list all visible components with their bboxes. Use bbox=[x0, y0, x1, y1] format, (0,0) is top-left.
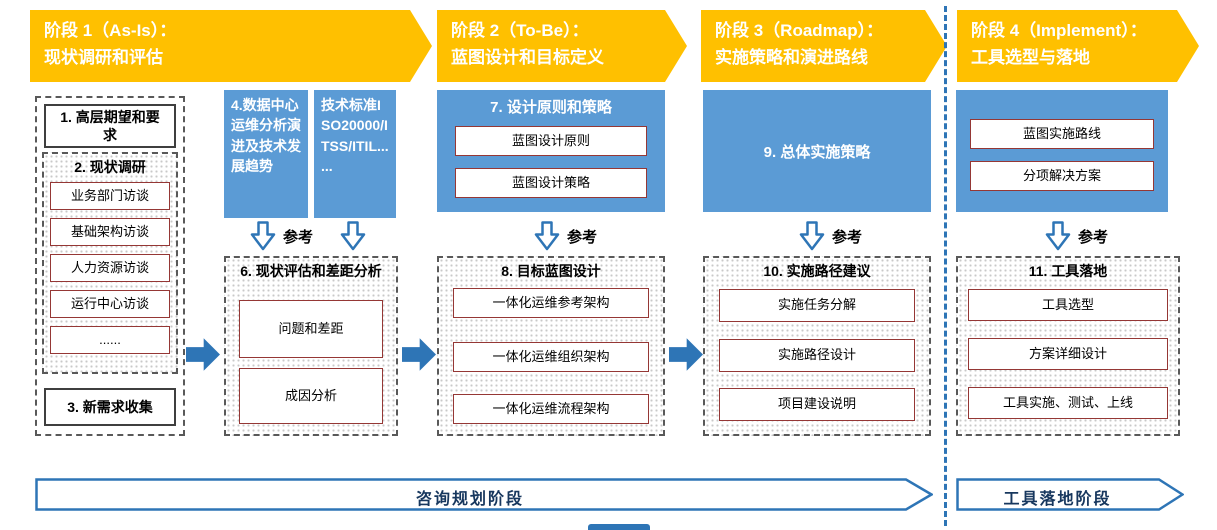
phase3-banner-line1: 阶段 3（Roadmap）： bbox=[715, 21, 884, 40]
ref-label: 参考 bbox=[283, 229, 314, 246]
down-arrow-icon bbox=[250, 221, 276, 251]
phase1-banner-line2: 现状调研和评估 bbox=[44, 48, 163, 68]
survey-item-more: ...... bbox=[50, 326, 170, 354]
survey-item-hr: 人力资源访谈 bbox=[50, 254, 170, 282]
reference-datacenter-trends-box: 4.数据中心运维分析演进及技术发展趋势 bbox=[224, 90, 308, 218]
phase-divider-dashed-line bbox=[944, 6, 947, 526]
expectations-box: 1. 高层期望和要求 bbox=[44, 104, 176, 148]
outline-arrow-icon bbox=[956, 478, 1185, 511]
down-arrow-icon bbox=[534, 221, 560, 251]
down-arrow-icon bbox=[340, 221, 366, 251]
target-blueprint-title: 8. 目标蓝图设计 bbox=[501, 263, 601, 279]
flow-arrow-right-icon bbox=[669, 338, 703, 371]
overall-strategy-title: 9. 总体实施策略 bbox=[763, 143, 871, 161]
phase2-banner-line1: 阶段 2（To-Be）： bbox=[451, 21, 589, 40]
blueprint-design-strategy-item: 蓝图设计策略 bbox=[455, 168, 647, 198]
path-item-project-description: 项目建设说明 bbox=[719, 388, 915, 421]
tool-phase-arrow: 工具落地阶段 bbox=[956, 478, 1185, 511]
phase1-banner-line1: 阶段 1（As-Is）： bbox=[44, 21, 177, 40]
blueprint-roadmap-item: 蓝图实施路线 bbox=[970, 119, 1154, 149]
blueprint-implementation-box bbox=[956, 90, 1168, 212]
path-item-task-breakdown: 实施任务分解 bbox=[719, 289, 915, 322]
ref-label: 参考 bbox=[1078, 229, 1109, 246]
blueprint-item-reference-arch: 一体化运维参考架构 bbox=[453, 288, 649, 318]
consulting-phase-arrow: 咨询规划阶段 bbox=[35, 478, 934, 511]
phase4-banner-line1: 阶段 4（Implement）： bbox=[971, 21, 1147, 40]
phase2-banner-line2: 蓝图设计和目标定义 bbox=[451, 48, 604, 68]
blueprint-item-org-arch: 一体化运维组织架构 bbox=[453, 342, 649, 372]
tool-item-detailed-design: 方案详细设计 bbox=[968, 338, 1168, 370]
down-arrow-icon bbox=[799, 221, 825, 251]
survey-item-infrastructure: 基础架构访谈 bbox=[50, 218, 170, 246]
blueprint-item-process-arch: 一体化运维流程架构 bbox=[453, 394, 649, 424]
survey-section-title: 2. 现状调研 bbox=[74, 159, 146, 175]
consulting-phase-label: 咨询规划阶段 bbox=[415, 491, 524, 508]
clipped-bottom-shape bbox=[588, 524, 650, 530]
down-arrow-icon bbox=[1045, 221, 1071, 251]
new-requirements-box: 3. 新需求收集 bbox=[44, 388, 176, 426]
phase3-banner: 阶段 3（Roadmap）： 实施策略和演进路线 bbox=[701, 10, 947, 82]
phase4-banner: 阶段 4（Implement）： 工具选型与落地 bbox=[957, 10, 1199, 82]
ref-label: 参考 bbox=[832, 229, 863, 246]
path-item-path-design: 实施路径设计 bbox=[719, 339, 915, 372]
gap-analysis-title: 6. 现状评估和差距分析 bbox=[240, 263, 382, 279]
ref-label: 参考 bbox=[567, 229, 598, 246]
gap-item-problems: 问题和差距 bbox=[239, 300, 383, 358]
outline-arrow-icon bbox=[35, 478, 934, 511]
implementation-path-title: 10. 实施路径建议 bbox=[763, 263, 871, 279]
tool-item-implement-test-launch: 工具实施、测试、上线 bbox=[968, 387, 1168, 419]
tool-landing-title: 11. 工具落地 bbox=[1028, 263, 1108, 279]
phase4-banner-line2: 工具选型与落地 bbox=[971, 48, 1090, 68]
survey-item-business: 业务部门访谈 bbox=[50, 182, 170, 210]
reference-standards-box: 技术标准ISO20000/ITSS/ITIL... ... bbox=[314, 90, 396, 218]
survey-item-operations-center: 运行中心访谈 bbox=[50, 290, 170, 318]
tool-item-selection: 工具选型 bbox=[968, 289, 1168, 321]
phase2-banner: 阶段 2（To-Be）： 蓝图设计和目标定义 bbox=[437, 10, 687, 82]
phase3-banner-line2: 实施策略和演进路线 bbox=[715, 48, 868, 68]
flow-arrow-right-icon bbox=[186, 338, 220, 371]
sub-solution-item: 分项解决方案 bbox=[970, 161, 1154, 191]
overall-strategy-box: 9. 总体实施策略 bbox=[703, 90, 931, 212]
design-principles-title: 7. 设计原则和策略 bbox=[490, 99, 612, 116]
phase1-banner: 阶段 1（As-Is）： 现状调研和评估 bbox=[30, 10, 432, 82]
blueprint-design-principles-item: 蓝图设计原则 bbox=[455, 126, 647, 156]
flow-arrow-right-icon bbox=[402, 338, 436, 371]
gap-item-root-cause: 成因分析 bbox=[239, 368, 383, 424]
tool-phase-label: 工具落地阶段 bbox=[1003, 491, 1112, 508]
